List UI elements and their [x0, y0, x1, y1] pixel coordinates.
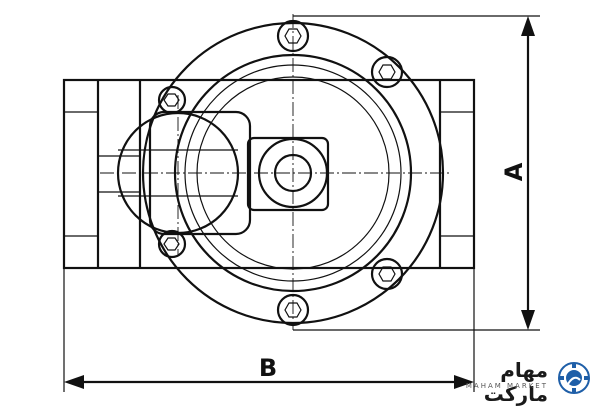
dim-a-arrow-bottom	[521, 310, 535, 330]
dim-b-label: B	[259, 354, 277, 382]
valve-body	[62, 78, 476, 270]
dim-a-label: A	[500, 162, 528, 181]
dim-b-arrow-right	[454, 375, 474, 389]
stem-boss	[246, 136, 330, 212]
centerlines	[100, 14, 450, 330]
dimension-a: A	[293, 15, 540, 331]
bolt-upper-right	[370, 55, 404, 89]
dim-a-arrow-top	[521, 16, 535, 36]
gear-hand-logo-icon	[558, 362, 590, 394]
body-outline	[62, 78, 476, 270]
bolt-lower-right	[370, 257, 404, 291]
logo-subtitle: MAHAM MARKET	[465, 382, 548, 390]
bolt-lower-left	[157, 229, 187, 259]
maham-market-logo: مهام مارکت MAHAM MARKET	[452, 358, 598, 406]
dim-b-arrow-left	[64, 375, 84, 389]
dimension-b: B	[63, 268, 475, 392]
